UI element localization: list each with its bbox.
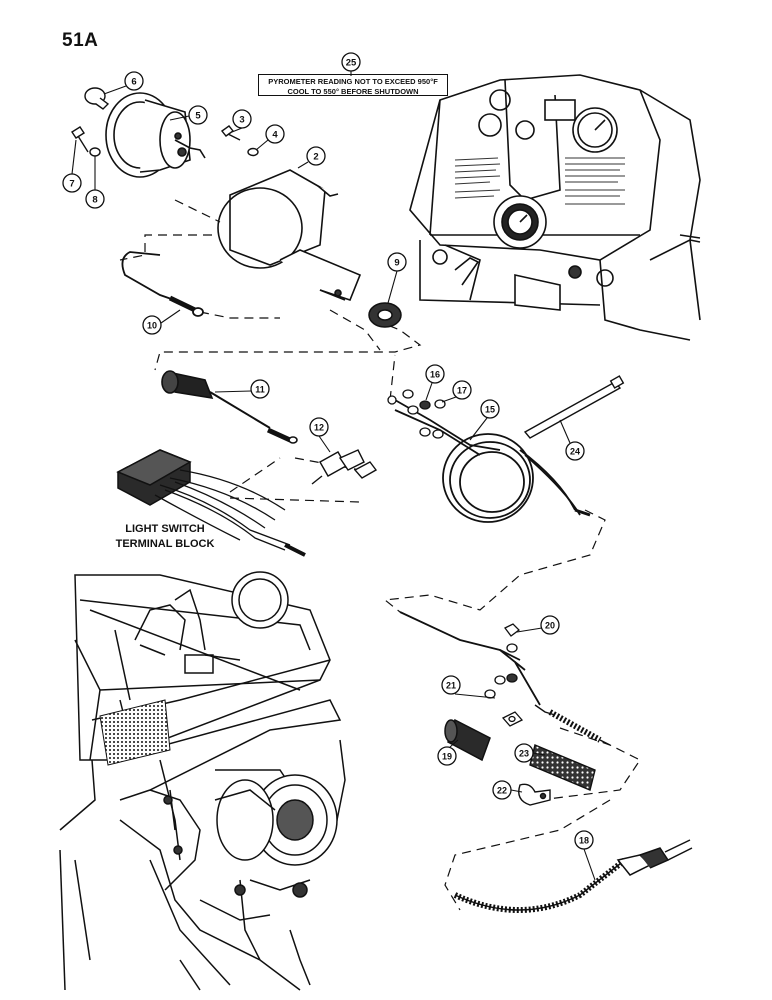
thermocouple	[453, 839, 693, 913]
resistor-lead	[161, 370, 298, 444]
callout-15: 15	[480, 399, 500, 419]
note-line-1: PYROMETER READING NOT TO EXCEED 950°F	[268, 77, 438, 86]
sender-hardware	[484, 623, 524, 727]
callout-23: 23	[514, 743, 534, 763]
svg-text:18: 18	[579, 836, 589, 846]
terminal-block-label-line-2: TERMINAL BLOCK	[115, 538, 215, 550]
svg-text:3: 3	[239, 115, 244, 126]
panel-text-blocks	[454, 157, 625, 205]
instrument-console	[409, 74, 701, 341]
callout-24: 24	[565, 441, 585, 461]
callouts: 25 6 5 3 4 2 7 8 9 10 11 12 16 17 15 24 …	[62, 52, 594, 850]
page-number: 51A	[62, 30, 99, 51]
callout-3: 3	[232, 109, 252, 129]
svg-text:17: 17	[457, 386, 467, 396]
svg-text:25: 25	[346, 58, 357, 69]
callout-20: 20	[540, 615, 560, 635]
grommet	[368, 302, 402, 328]
callout-12: 12	[309, 417, 329, 437]
gauge-bracket	[217, 169, 362, 301]
svg-text:7: 7	[69, 179, 74, 190]
svg-text:15: 15	[485, 405, 495, 415]
mounting-screws	[71, 125, 259, 157]
svg-text:20: 20	[545, 621, 555, 631]
wire-connectors	[311, 449, 378, 485]
svg-text:11: 11	[255, 385, 265, 395]
callout-6: 6	[124, 71, 144, 91]
svg-text:8: 8	[92, 195, 97, 206]
svg-text:22: 22	[497, 786, 507, 796]
svg-text:12: 12	[314, 423, 324, 433]
svg-text:5: 5	[195, 111, 201, 122]
callout-2: 2	[306, 146, 326, 166]
hood-grille	[99, 699, 171, 766]
harness-washers	[387, 389, 446, 439]
callout-5: 5	[188, 105, 208, 125]
pyrometer-gauge	[105, 92, 206, 178]
pyrometer-note: PYROMETER READING NOT TO EXCEED 950°F CO…	[258, 74, 448, 96]
callout-leaders	[71, 71, 596, 881]
svg-text:21: 21	[446, 681, 456, 691]
svg-text:23: 23	[519, 749, 529, 759]
callout-18: 18	[574, 830, 594, 850]
svg-text:4: 4	[272, 130, 278, 141]
terminal-block	[116, 449, 306, 557]
callout-25: 25	[341, 52, 361, 72]
svg-text:9: 9	[394, 258, 399, 269]
gauge-bulb	[84, 87, 110, 110]
note-line-2: COOL TO 550° BEFORE SHUTDOWN	[287, 87, 419, 96]
callout-4: 4	[265, 124, 285, 144]
sender-lead	[121, 251, 204, 317]
callout-8: 8	[85, 189, 105, 209]
sender-wire	[399, 611, 541, 706]
svg-text:16: 16	[430, 370, 440, 380]
mesh-sleeve	[529, 744, 596, 791]
callout-19: 19	[437, 746, 457, 766]
callout-7: 7	[62, 173, 82, 193]
callout-17: 17	[452, 380, 472, 400]
svg-text:19: 19	[442, 752, 452, 762]
callout-9: 9	[387, 252, 407, 272]
callout-21: 21	[441, 675, 461, 695]
terminal-block-label: LIGHT SWITCH TERMINAL BLOCK	[70, 522, 260, 552]
svg-text:2: 2	[313, 152, 318, 163]
insulating-sleeve	[444, 718, 491, 762]
cable-clamp	[518, 783, 551, 806]
svg-text:24: 24	[570, 447, 580, 457]
spring-wire	[534, 704, 611, 746]
engine-bay-scene	[59, 571, 346, 991]
callout-16: 16	[425, 364, 445, 384]
svg-text:6: 6	[131, 77, 136, 88]
callout-22: 22	[492, 780, 512, 800]
terminal-block-label-line-1: LIGHT SWITCH	[125, 523, 205, 535]
cable-tie	[523, 375, 625, 439]
svg-text:10: 10	[147, 321, 157, 331]
callout-10: 10	[142, 315, 162, 335]
callout-11: 11	[250, 379, 270, 399]
